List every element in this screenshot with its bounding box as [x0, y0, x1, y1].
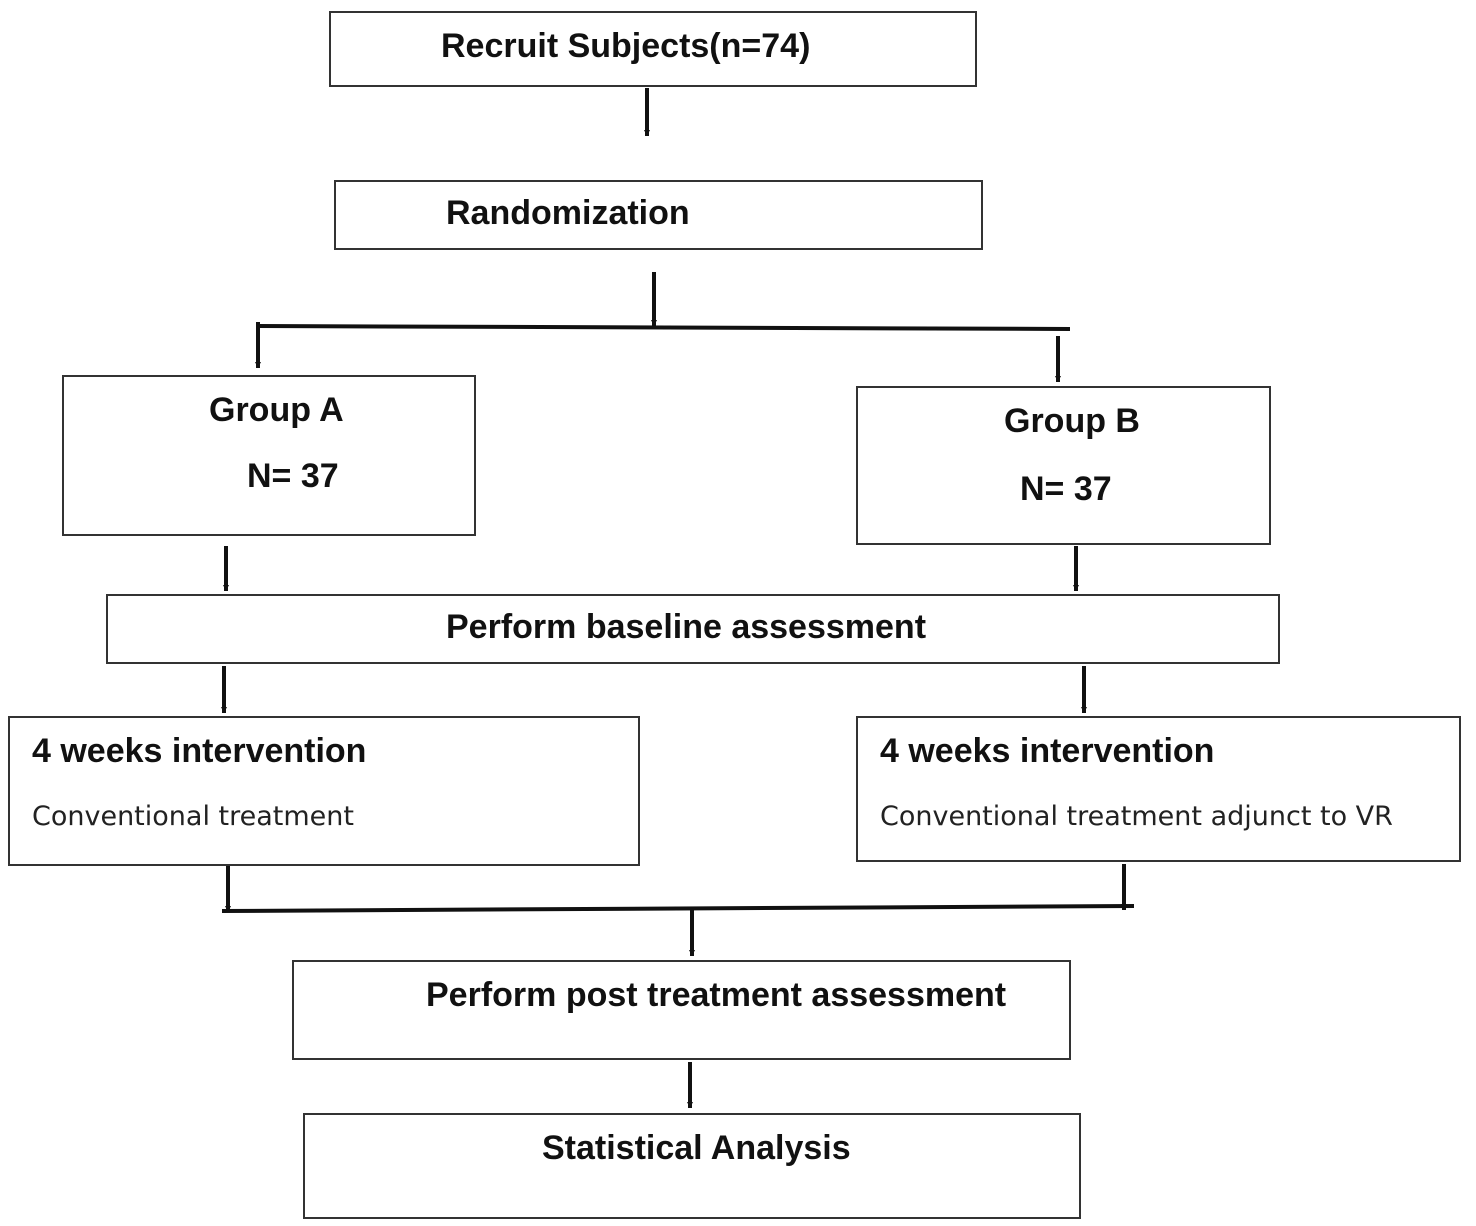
baseline-box: Perform baseline assessment: [106, 594, 1280, 664]
post-assessment-label: Perform post treatment assessment: [426, 976, 1007, 1014]
randomization-box: Randomization: [334, 180, 983, 250]
intervention-b-detail: Conventional treatment adjunct to VR: [880, 801, 1393, 832]
intervention-a-detail: Conventional treatment: [32, 801, 354, 832]
group-a-count: N= 37: [247, 457, 339, 495]
recruit-box: Recruit Subjects(n=74): [329, 11, 977, 87]
intervention-b-box: 4 weeks intervention Conventional treatm…: [856, 716, 1461, 862]
split-horizontal-line: [257, 324, 1071, 331]
intervention-a-title: 4 weeks intervention: [32, 732, 367, 770]
baseline-label: Perform baseline assessment: [446, 608, 927, 646]
post-assessment-box: Perform post treatment assessment: [292, 960, 1071, 1060]
group-a-box: Group A N= 37: [62, 375, 476, 536]
intervention-b-title: 4 weeks intervention: [880, 732, 1215, 770]
intervention-a-box: 4 weeks intervention Conventional treatm…: [8, 716, 640, 866]
recruit-label: Recruit Subjects(n=74): [441, 27, 811, 65]
statistical-analysis-label: Statistical Analysis: [542, 1129, 851, 1167]
merge-horizontal-line: [221, 904, 1135, 913]
group-b-count: N= 37: [1020, 470, 1112, 508]
group-a-title: Group A: [209, 391, 344, 429]
group-b-title: Group B: [1004, 402, 1140, 440]
randomization-label: Randomization: [446, 194, 690, 232]
statistical-analysis-box: Statistical Analysis: [303, 1113, 1081, 1219]
group-b-box: Group B N= 37: [856, 386, 1271, 545]
